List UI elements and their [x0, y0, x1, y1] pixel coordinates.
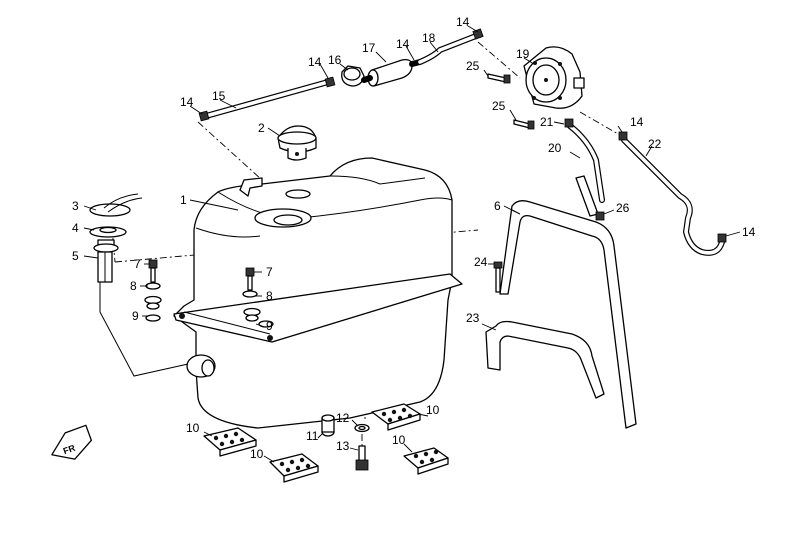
- callout-25-a: 25: [466, 59, 480, 73]
- bolt-24: [493, 261, 503, 293]
- callout-7-right: 7: [266, 265, 273, 279]
- callout-14-e: 14: [630, 115, 644, 129]
- callout-3: 3: [72, 199, 79, 213]
- bolt-stack-left: [144, 259, 162, 322]
- callout-8-right: 8: [266, 289, 273, 303]
- callout-14-f: 14: [742, 225, 756, 239]
- callout-10-b: 10: [186, 421, 200, 435]
- callout-9-left: 9: [132, 309, 139, 323]
- bottom-hardware: [321, 414, 370, 471]
- bracket-16: [341, 65, 365, 87]
- fuel-pump-19: [523, 46, 585, 109]
- callout-leaders: [83, 25, 741, 463]
- callout-labels: 1 2 3 4 5 6 7 7 8 8 9 9 10 10 10 10 11 1…: [72, 15, 756, 461]
- hose-18: [417, 28, 484, 65]
- callout-24: 24: [474, 255, 488, 269]
- callout-9-right: 9: [266, 319, 273, 333]
- bolt-stack-right: [242, 267, 274, 328]
- callout-8-left: 8: [130, 279, 137, 293]
- callout-14-b: 14: [308, 55, 322, 69]
- callout-14-a: 14: [180, 95, 194, 109]
- callout-15: 15: [212, 89, 226, 103]
- callout-22: 22: [648, 137, 662, 151]
- callout-5: 5: [72, 249, 79, 263]
- callout-1: 1: [180, 193, 187, 207]
- callout-20: 20: [548, 141, 562, 155]
- strap-23: [485, 320, 605, 399]
- callout-19: 19: [516, 47, 530, 61]
- fuel-cap: [277, 125, 317, 161]
- callout-14-d: 14: [456, 15, 470, 29]
- hose-20: [564, 118, 605, 221]
- callout-11: 11: [306, 429, 319, 443]
- fuel-sender-assembly: [89, 193, 143, 283]
- callout-2: 2: [258, 121, 265, 135]
- callout-25-b: 25: [492, 99, 506, 113]
- hose-22: [618, 131, 727, 256]
- rubber-pads: [203, 403, 449, 483]
- callout-26: 26: [616, 201, 630, 215]
- fuel-filter-17: [361, 58, 423, 87]
- callout-16: 16: [328, 53, 342, 67]
- callout-10-c: 10: [250, 447, 264, 461]
- callout-17: 17: [362, 41, 376, 55]
- callout-21: 21: [540, 115, 554, 129]
- callout-13: 13: [336, 439, 350, 453]
- strap-6: [499, 200, 637, 429]
- front-direction-marker: FR: [51, 424, 93, 460]
- callout-23: 23: [466, 311, 480, 325]
- callout-10-a: 10: [426, 403, 440, 417]
- callout-18: 18: [422, 31, 436, 45]
- callout-14-c: 14: [396, 37, 410, 51]
- callout-12: 12: [336, 411, 350, 425]
- bolts-25: [487, 73, 535, 130]
- hose-15: [198, 76, 336, 122]
- callout-7-left: 7: [134, 257, 141, 271]
- front-direction-label: FR: [62, 443, 77, 457]
- callout-4: 4: [72, 221, 79, 235]
- callout-10-d: 10: [392, 433, 406, 447]
- callout-6: 6: [494, 199, 501, 213]
- fuel-tank: [99, 157, 463, 429]
